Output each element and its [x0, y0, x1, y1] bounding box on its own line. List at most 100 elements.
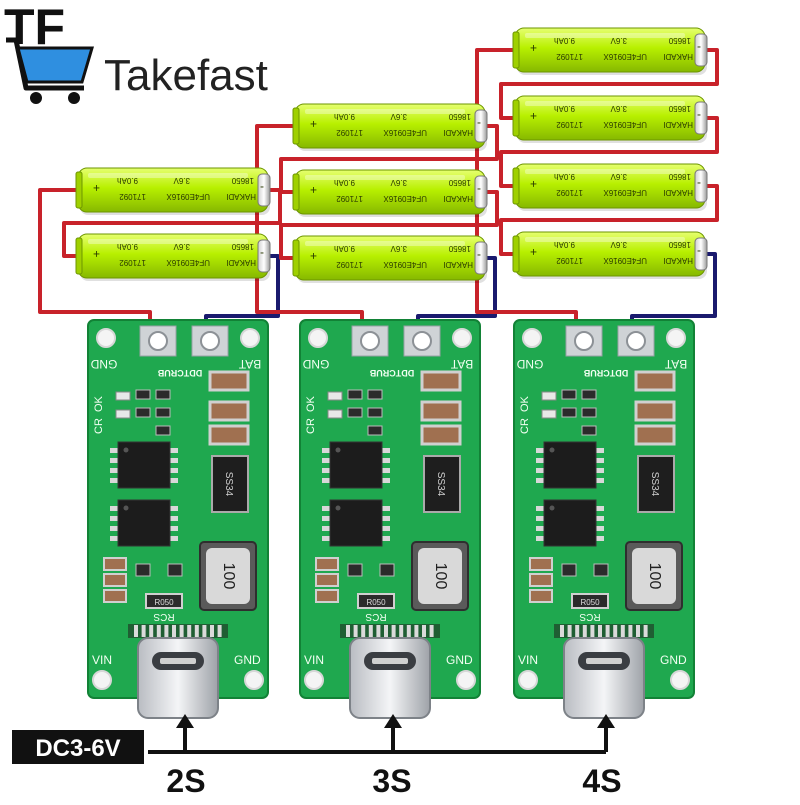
usb-pin — [149, 625, 154, 637]
ic-pin — [322, 458, 330, 463]
brand-logo: TF Takefast — [4, 0, 268, 104]
vin-label: VIN — [304, 653, 324, 667]
smd-resistor — [379, 563, 395, 577]
ic-body — [329, 499, 383, 547]
smd-capacitor-small — [529, 557, 553, 571]
smd-resistor — [581, 407, 597, 418]
led-ok — [327, 391, 343, 401]
ic-pin — [536, 448, 544, 453]
ic-pin — [382, 536, 390, 541]
usb-pin — [134, 625, 138, 637]
series-wire — [279, 190, 499, 260]
series-wire — [62, 188, 282, 258]
inductor-face — [418, 548, 462, 604]
smd-resistor — [581, 425, 597, 436]
battery-capacity: 9.0Ah — [554, 240, 575, 249]
rcs-label: RCS — [365, 611, 386, 622]
usb-pin — [391, 625, 396, 637]
input-label-box — [12, 730, 144, 764]
ic-pin — [170, 506, 178, 511]
usb-c-tongue — [372, 658, 408, 664]
smd-resistor — [367, 407, 383, 418]
ic-pin — [322, 506, 330, 511]
smd-capacitor — [634, 400, 676, 422]
usb-pin — [590, 625, 595, 637]
usb-pin — [575, 625, 580, 637]
usb-pin — [422, 625, 426, 637]
battery-capacity: 9.0Ah — [554, 36, 575, 45]
battery-highlight — [305, 109, 465, 114]
gnd-label: GND — [302, 357, 329, 371]
battery-negative-end — [292, 107, 300, 145]
battery-negative-end — [75, 171, 83, 209]
usb-pin — [202, 625, 207, 637]
ok-label: OK — [305, 395, 317, 412]
ic-pin — [596, 526, 604, 531]
rcs-label: RCS — [153, 611, 174, 622]
ic-pin — [322, 478, 330, 483]
series-wire — [279, 124, 499, 194]
pad-hole — [148, 331, 168, 351]
usb-pin — [399, 625, 404, 637]
usb-pin — [414, 625, 419, 637]
ic-pin — [170, 536, 178, 541]
battery-brand: HAKADI — [663, 52, 693, 61]
ic-pin — [536, 526, 544, 531]
usb-c-tongue — [160, 658, 196, 664]
battery-brand: HAKADI — [663, 256, 693, 265]
usb-pin — [164, 625, 169, 637]
smd-resistor — [347, 407, 363, 418]
battery-serial: 171092 — [556, 52, 583, 61]
sense-resistor — [357, 593, 395, 609]
ok-label: OK — [93, 395, 105, 412]
ic-pin — [382, 448, 390, 453]
cart-wheel-right — [68, 92, 80, 104]
ic-pin — [596, 506, 604, 511]
battery-negative-end — [512, 99, 520, 137]
battery-negative-end — [512, 31, 520, 69]
usb-pin — [636, 625, 640, 637]
battery-voltage: 3.6V — [390, 244, 407, 253]
smd-capacitor-small — [315, 589, 339, 603]
battery-minus-mark: - — [260, 181, 264, 195]
usb-pin — [429, 625, 434, 637]
battery-serial: 171092 — [556, 256, 583, 265]
battery-voltage: 3.6V — [173, 242, 190, 251]
battery-plus-mark: + — [530, 41, 537, 55]
smd-resistor — [561, 563, 577, 577]
battery-minus-mark: - — [477, 183, 481, 197]
mounting-hole — [452, 328, 472, 348]
smd-resistor — [155, 425, 171, 436]
charge-controller-ic — [322, 441, 390, 489]
vin-label: VIN — [518, 653, 538, 667]
battery-brand: HAKADI — [443, 128, 473, 137]
battery-minus-mark: - — [260, 247, 264, 261]
battery-negative-end — [292, 173, 300, 211]
battery-brand: HAKADI — [226, 192, 256, 201]
usb-c-shell — [137, 637, 219, 719]
battery-negative-end — [75, 237, 83, 275]
smd-capacitor — [420, 370, 462, 392]
usb-pin — [384, 625, 388, 637]
pad-hole — [200, 331, 220, 351]
led-ok — [115, 391, 131, 401]
battery-model: UF4E0916X — [383, 260, 427, 269]
ic-pin — [170, 468, 178, 473]
battery-positive-cap — [694, 101, 708, 135]
smd-capacitor-small — [315, 557, 339, 571]
ic-pin — [110, 536, 118, 541]
mounting-hole — [522, 328, 542, 348]
smd-capacitor — [208, 370, 250, 392]
battery-serial: 171092 — [119, 192, 146, 201]
ic-pin — [536, 468, 544, 473]
battery-brand: HAKADI — [663, 188, 693, 197]
inductor-marking: 100 — [220, 563, 237, 590]
